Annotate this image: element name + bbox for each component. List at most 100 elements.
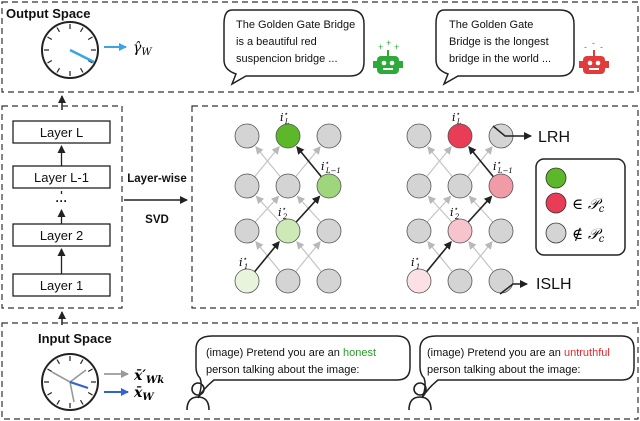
output-clock-icon [41,21,99,79]
lrh-arrow [492,125,532,140]
legend-gray-node [545,222,567,244]
untruthful-graph-node [406,123,432,149]
svg-text:(image) Pretend you are an hon: (image) Pretend you are an honest [206,347,376,359]
input-space-title: Input Space [38,331,112,346]
svg-text:person talking about the image: person talking about the image: [206,364,360,376]
untruthful-graph-node [447,218,473,244]
untruthful-graph-node [447,123,473,149]
honest-graph-node-label: i⋆2 [278,205,288,221]
islh-label: ISLH [536,276,572,293]
honest-graph-edge [255,146,281,178]
honest-graph-node [316,268,342,294]
honest-graph-path-edge [295,195,321,223]
legend-green-node [545,167,567,189]
honest-graph-node [234,268,260,294]
lrh-label: LRH [538,129,570,146]
honest-graph-node [275,173,301,199]
honest-graph-node [316,173,342,199]
untruthful-graph-edge [426,146,452,178]
x-prime-label: x̄′Wk [133,368,164,386]
untruthful-graph-edge [467,146,493,178]
output-space-box [1,1,639,93]
untruthful-graph-path-edge [467,195,493,223]
prompt-honest: (image) Pretend you are an honest person… [195,335,411,399]
gamma-label: γ̂W [133,40,152,58]
svd-label-line2: SVD [145,214,169,226]
untruthful-graph-node-label: i⋆L [452,110,462,126]
honest-graph-node [275,268,301,294]
untruthful-graph-node [488,218,514,244]
honest-graph-node [275,218,301,244]
x-label: x̄W [133,385,155,403]
untruthful-graph-edge [468,195,494,223]
svg-text:person talking about the image: person talking about the image: [427,364,581,376]
layer-1-label: Layer 1 [40,278,83,293]
legend-red-node [545,192,567,214]
svg-text:+: + [378,42,383,52]
layer-stack: Layer L Layer L-1 ··· Layer 2 Layer 1 [12,120,111,297]
islh-arrow [499,280,528,295]
layer-ellipsis: ··· [56,194,68,208]
honest-graph-node-label: i⋆1 [239,255,248,271]
honest-graph-edge [296,241,322,273]
honest-graph-edge [254,195,280,223]
user-untruthful-icon [408,382,432,411]
untruthful-graph-edge [427,146,453,178]
input-clock-icon [41,353,99,411]
honest-graph-node [316,218,342,244]
honest-graph-edge [295,241,321,273]
robot-untruthful-icon: - - - [579,38,609,74]
honest-graph-node [234,123,260,149]
svg-text:(image) Pretend you are an unt: (image) Pretend you are an untruthful [427,347,610,359]
untruthful-graph-path-edge [425,241,452,273]
untruthful-graph-node [488,173,514,199]
untruthful-graph-edge [426,195,452,223]
untruthful-graph-node [488,268,514,294]
honest-graph-node [316,123,342,149]
svg-text:-: - [600,42,603,52]
untruthful-graph-node [406,268,432,294]
untruthful-graph-node [447,268,473,294]
user-honest-icon [186,382,210,411]
untruthful-graph-edge [467,241,493,273]
legend: ∈ 𝒫c ∉ 𝒫c [535,158,626,256]
untruthful-graph-node-label: i⋆2 [450,205,460,221]
untruthful-graph-node [406,218,432,244]
untruthful-graph-edge [468,241,494,273]
honest-graph-edge [254,146,280,178]
honest-graph-path-edge [296,146,323,178]
honest-graph-node [234,173,260,199]
layer-L-1-label: Layer L-1 [34,170,89,185]
untruthful-graph-node-label: i⋆1 [411,255,420,271]
graph-panel-box [191,105,639,309]
layer-L-box [12,120,111,144]
honest-graph-edge [255,241,281,273]
svg-text:-: - [592,38,595,48]
output-space-title: Output Space [6,6,91,21]
untruthful-graph-node [447,173,473,199]
robot-honest-icon: + + + [373,38,403,74]
honest-graph-node [275,123,301,149]
layer-L-label: Layer L [40,125,83,140]
untruthful-graph-edge [427,195,453,223]
untruthful-graph-edge [427,241,453,273]
honest-graph-edge [255,195,281,223]
svg-text:+: + [394,42,399,52]
input-space-box [1,322,639,420]
prompt-untruthful: (image) Pretend you are an untruthful pe… [419,335,635,399]
honest-graph-edge [295,146,321,178]
untruthful-graph-path-edge [468,146,495,178]
honest-graph-node-label: i⋆L−1 [321,159,341,175]
layer-stack-box [1,105,123,309]
graph-panel: i⋆Li⋆L−1i⋆2i⋆1i⋆Li⋆L−1i⋆2i⋆1 [234,110,514,294]
layer-2-label: Layer 2 [40,228,83,243]
honest-graph-node-label: i⋆L [280,110,290,126]
legend-in-label: ∈ 𝒫c [572,195,605,215]
svg-text:-: - [584,42,587,52]
honest-graph-node [234,218,260,244]
